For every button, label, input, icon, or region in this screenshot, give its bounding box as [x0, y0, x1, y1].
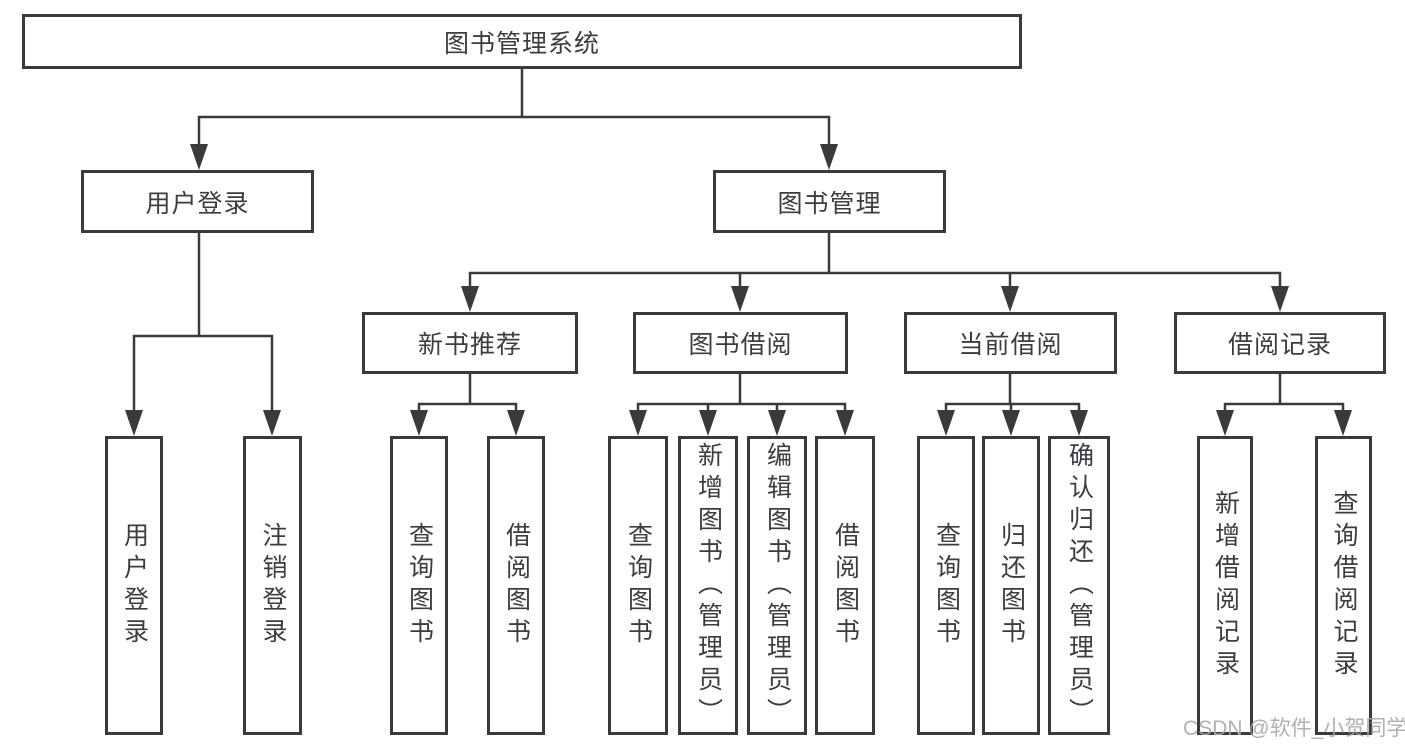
leaf-label: 新增借阅记录 [1211, 489, 1240, 682]
node-label: 新书推荐 [417, 331, 522, 359]
leaf-label: 查询图书 [405, 521, 434, 650]
node-label: 当前借阅 [958, 331, 1063, 359]
node-borrow-records: 借阅记录 [1174, 312, 1386, 374]
leaf-edit-books-admin: 编辑图书（管理员） [747, 436, 807, 735]
leaf-label: 注销登录 [259, 521, 287, 650]
connector-new-book-recommend-to-leaves [410, 372, 525, 436]
node-label: 图书借阅 [688, 331, 793, 359]
connector-book-management-to-level3 [461, 231, 1289, 312]
connector-borrow-records-to-leaves [1216, 372, 1352, 436]
node-new-book-recommend: 新书推荐 [362, 312, 578, 374]
leaf-label: 新增图书（管理员） [694, 441, 723, 730]
connector-root-to-level2 [190, 66, 838, 170]
node-book-management: 图书管理 [713, 170, 946, 233]
node-current-borrow: 当前借阅 [904, 312, 1117, 374]
node-label: 图书管理 [777, 189, 882, 218]
leaf-label: 借阅图书 [502, 521, 531, 650]
node-book-borrow: 图书借阅 [633, 312, 848, 374]
connector-book-borrow-to-leaves [629, 372, 854, 436]
leaf-query-books-recommend: 查询图书 [390, 436, 448, 735]
leaf-label: 借阅图书 [831, 521, 860, 650]
leaf-label: 编辑图书（管理员） [763, 441, 792, 730]
connector-user-login-to-leaves [125, 231, 281, 436]
leaf-logout: 注销登录 [243, 436, 302, 735]
leaf-query-books-borrow: 查询图书 [608, 436, 668, 735]
leaf-add-books-admin: 新增图书（管理员） [678, 436, 738, 735]
leaf-return-books: 归还图书 [982, 436, 1040, 735]
node-label: 图书管理系统 [443, 29, 600, 58]
node-library-management-system: 图书管理系统 [22, 14, 1022, 69]
leaf-confirm-return-admin: 确认归还（管理员） [1048, 436, 1110, 735]
leaf-label: 查询图书 [932, 521, 961, 650]
leaf-query-borrow-record: 查询借阅记录 [1315, 436, 1372, 735]
node-user-login: 用户登录 [81, 170, 314, 233]
leaf-borrow-books-recommend: 借阅图书 [487, 436, 545, 735]
node-label: 用户登录 [145, 189, 250, 218]
leaf-label: 用户登录 [120, 521, 149, 650]
leaf-add-borrow-record: 新增借阅记录 [1197, 436, 1253, 735]
leaf-borrow-books: 借阅图书 [815, 436, 875, 735]
leaf-user-login: 用户登录 [105, 436, 163, 735]
leaf-label: 确认归还（管理员） [1065, 441, 1094, 730]
leaf-label: 查询图书 [624, 521, 653, 650]
connector-current-borrow-to-leaves [937, 372, 1088, 436]
node-label: 借阅记录 [1227, 331, 1332, 359]
csdn-watermark: CSDN @软件_小贺同学 [1183, 717, 1405, 740]
leaf-label: 查询借阅记录 [1330, 489, 1358, 682]
leaf-label: 归还图书 [997, 521, 1026, 650]
leaf-query-books-current: 查询图书 [917, 436, 975, 735]
